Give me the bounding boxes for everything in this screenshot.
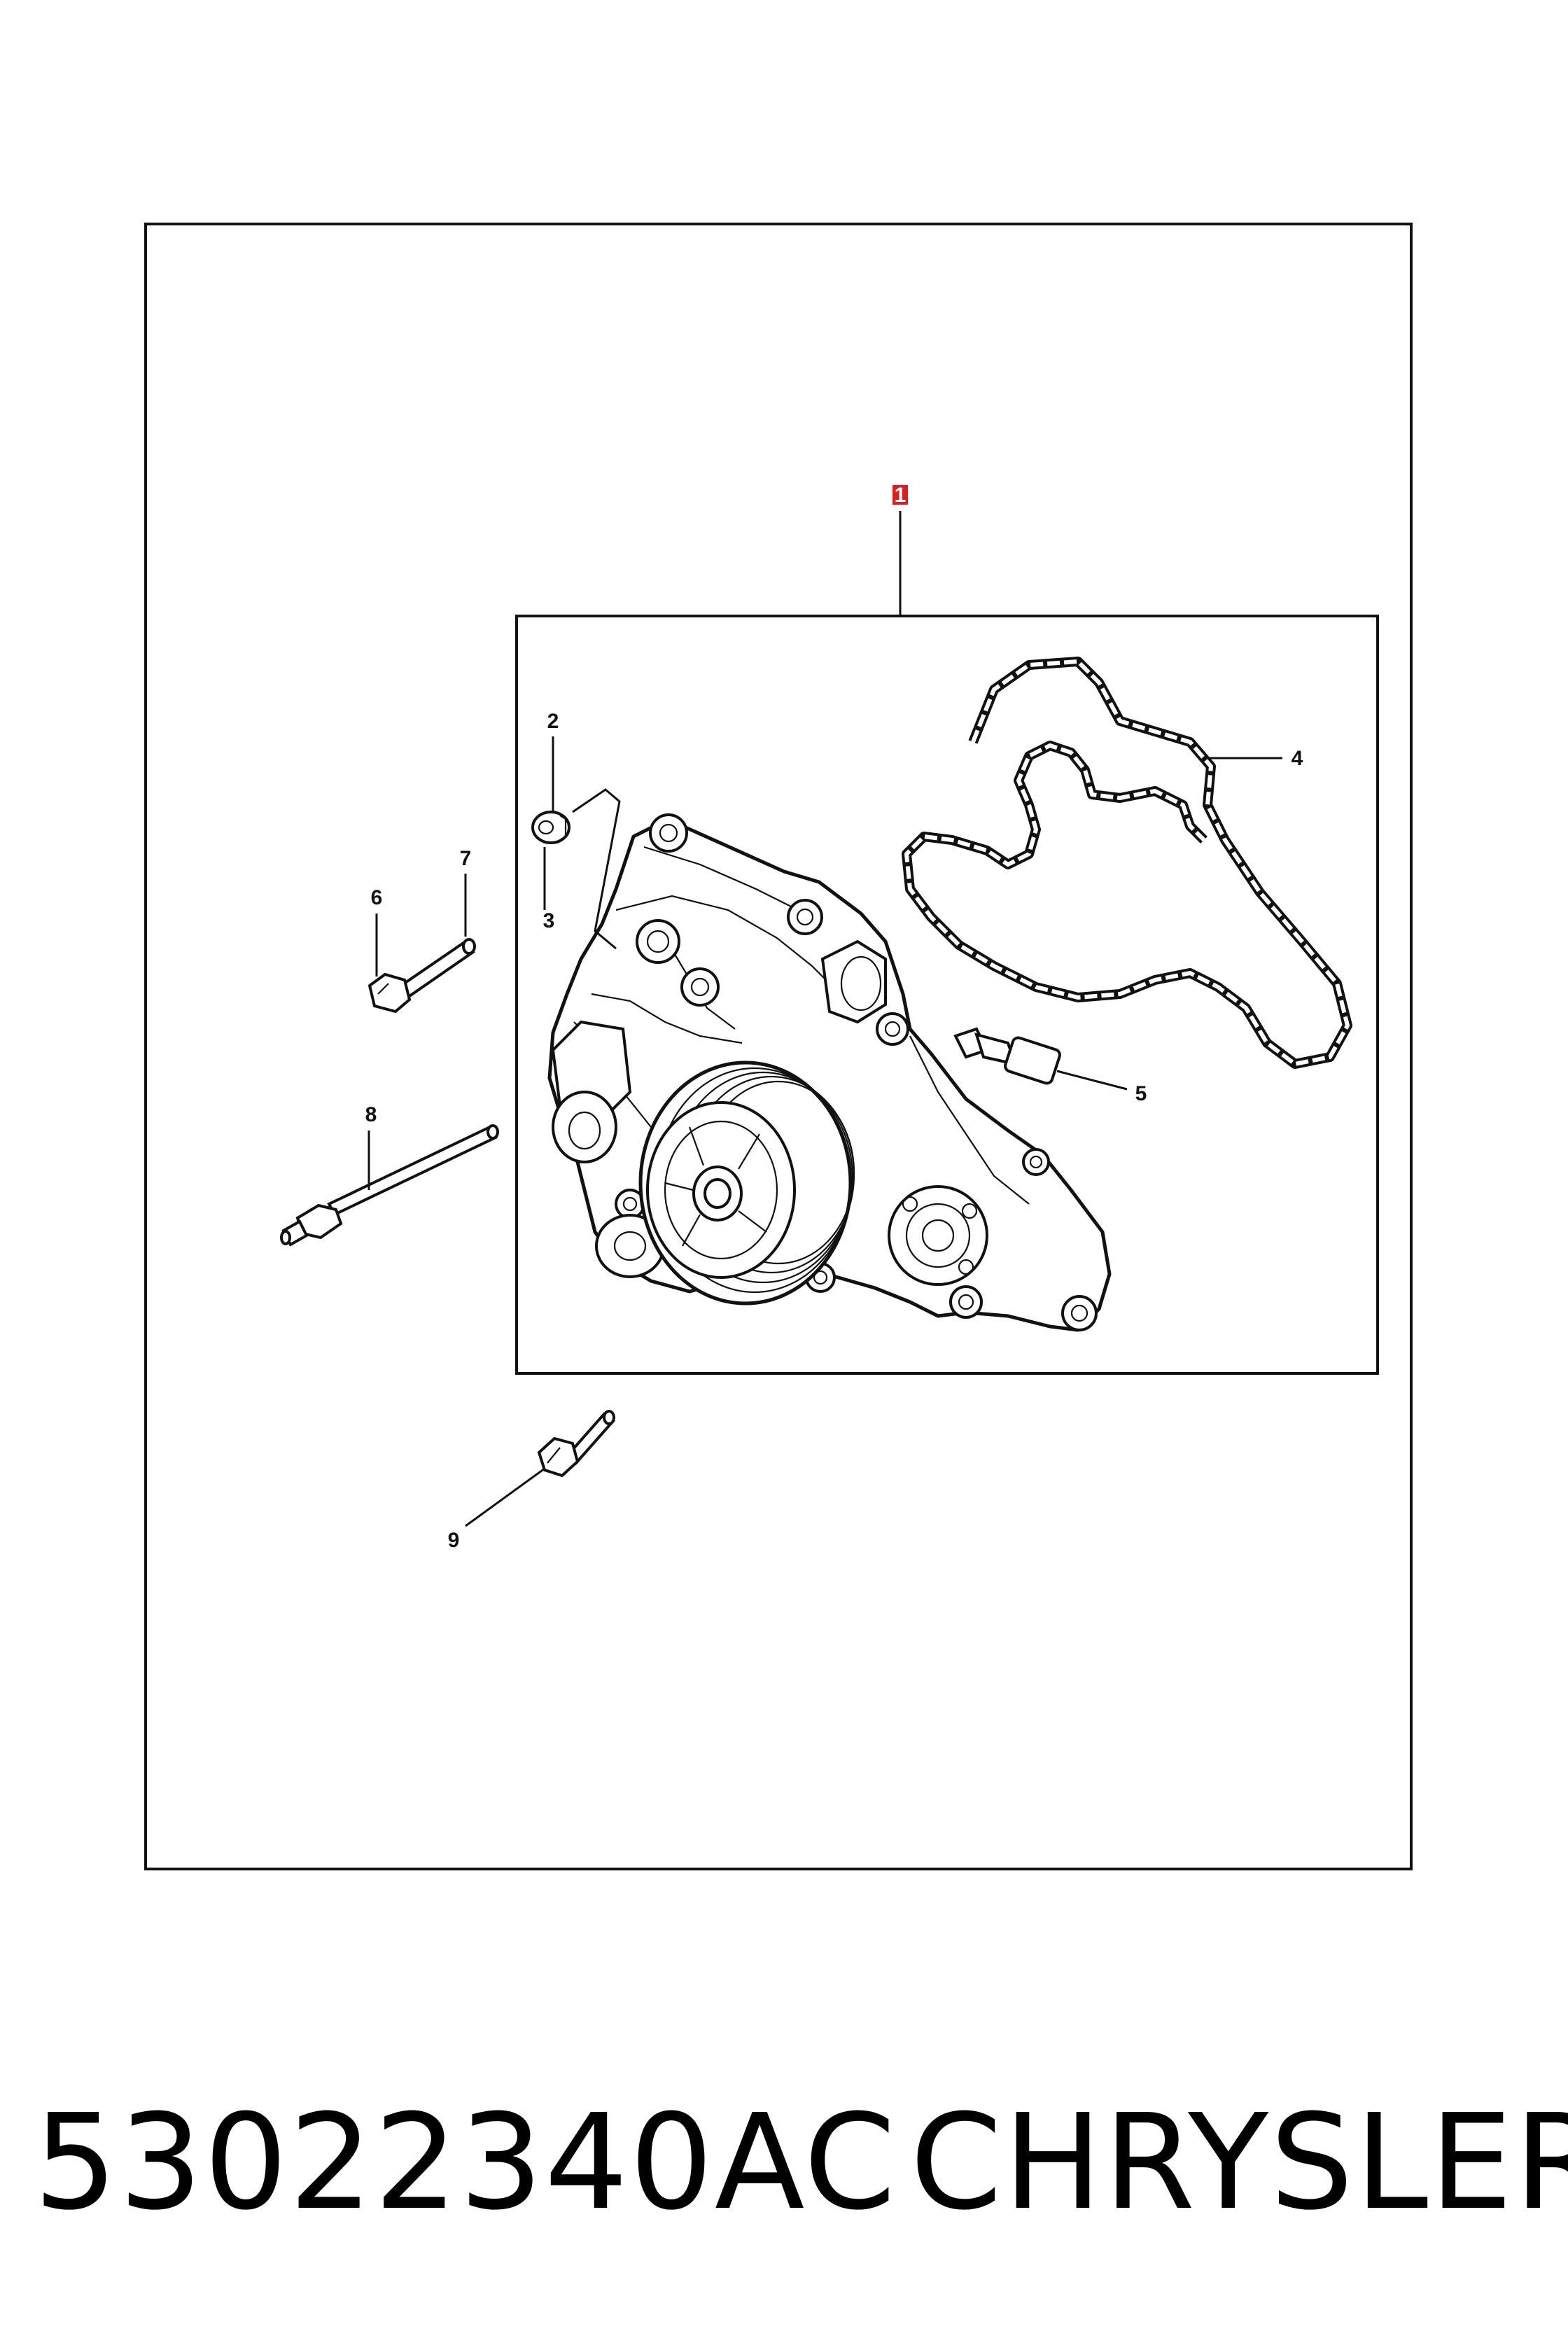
callout-3: 3 <box>543 909 555 932</box>
leader-plug-to-pump <box>572 788 621 950</box>
callout-7: 7 <box>460 847 472 870</box>
plug-and-washer <box>531 811 570 844</box>
callout-9: 9 <box>448 1529 460 1552</box>
temperature-sensor <box>953 1027 1061 1085</box>
bolt-8 <box>280 1124 499 1247</box>
leader-5 <box>1056 1070 1128 1091</box>
assembly-frame <box>515 615 1379 1375</box>
pump-gasket <box>902 657 1352 1069</box>
callout-6: 6 <box>371 886 383 909</box>
bolt-7 <box>368 938 476 1014</box>
callout-1: 1 <box>895 484 906 507</box>
footer: 53022340AC CHRYSLER <box>0 2072 1568 2254</box>
brand-name: CHRYSLER <box>910 2086 1568 2239</box>
callout-2: 2 <box>547 710 559 733</box>
outer-frame <box>144 223 1413 1870</box>
leader-9 <box>465 1467 545 1527</box>
water-pump-assembly <box>547 813 1112 1332</box>
callout-4: 4 <box>1292 747 1303 770</box>
callout-1-highlight <box>892 485 908 505</box>
part-number: 53022340AC <box>34 2086 897 2239</box>
callout-8: 8 <box>365 1103 377 1126</box>
bolt-9 <box>537 1410 615 1478</box>
callout-5: 5 <box>1135 1082 1147 1105</box>
